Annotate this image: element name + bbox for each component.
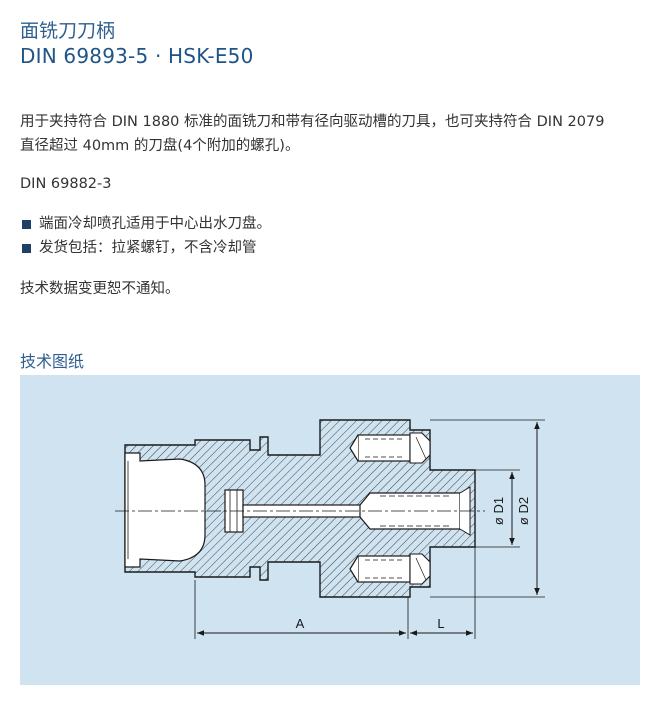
feature-item: 端面冷却喷孔适用于中心出水刀盘。 bbox=[20, 212, 271, 236]
bullet-square-icon bbox=[22, 219, 31, 229]
standard-reference: DIN 69882-3 bbox=[20, 176, 112, 192]
label-d2: ø D2 bbox=[516, 497, 531, 525]
bullet-square-icon bbox=[22, 243, 31, 253]
hsk-taper-cavity bbox=[124, 452, 206, 568]
dimension-d1 bbox=[475, 469, 520, 548]
feature-text: 发货包括：拉紧螺钉，不含冷却管 bbox=[39, 240, 257, 256]
label-l: L bbox=[437, 616, 444, 631]
dimension-d2 bbox=[430, 419, 545, 598]
label-d1: ø D1 bbox=[491, 497, 506, 525]
page-title-cn: 面铣刀刀柄 bbox=[20, 20, 116, 42]
technical-drawing-panel: ø D1 ø D2 A L bbox=[20, 375, 640, 685]
technical-drawing: ø D1 ø D2 A L bbox=[115, 419, 545, 639]
screw-hole-lower bbox=[349, 553, 431, 585]
change-notice: 技术数据变更恕不通知。 bbox=[20, 281, 180, 297]
feature-item: 发货包括：拉紧螺钉，不含冷却管 bbox=[20, 236, 271, 260]
product-description: 用于夹持符合 DIN 1880 标准的面铣刀和带有径向驱动槽的刀具，也可夹持符合… bbox=[20, 114, 605, 154]
screw-hole-upper bbox=[349, 432, 431, 464]
dimension-a-l bbox=[194, 547, 476, 639]
label-a: A bbox=[296, 616, 305, 631]
section-title-technical-drawing: 技术图纸 bbox=[20, 352, 85, 371]
page-title-din: DIN 69893-5 · HSK-E50 bbox=[20, 44, 254, 68]
feature-list: 端面冷却喷孔适用于中心出水刀盘。 发货包括：拉紧螺钉，不含冷却管 bbox=[20, 212, 271, 260]
feature-text: 端面冷却喷孔适用于中心出水刀盘。 bbox=[39, 216, 271, 232]
